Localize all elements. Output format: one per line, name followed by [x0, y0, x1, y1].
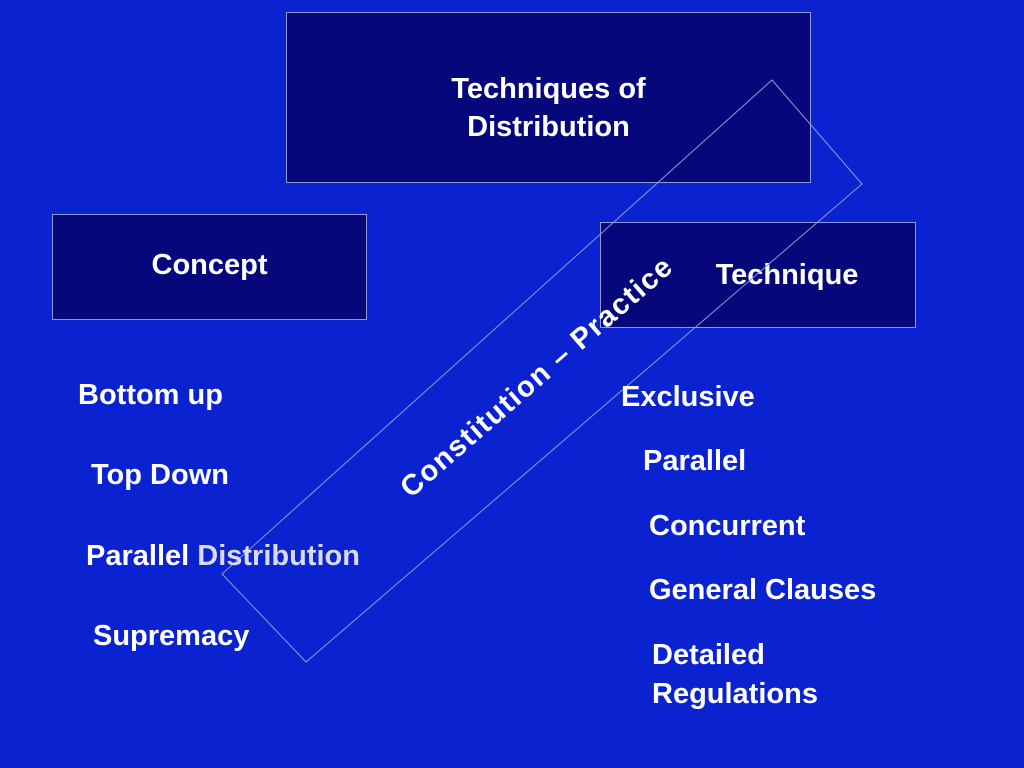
concept-item-top-down: Top Down [91, 459, 229, 491]
title-line-1: Techniques of [451, 73, 646, 105]
technique-item-exclusive: Exclusive [621, 381, 755, 413]
concept-item-bottom-up: Bottom up [78, 379, 223, 411]
concept-item-supremacy: Supremacy [93, 620, 250, 652]
technique-item-concurrent: Concurrent [649, 510, 806, 542]
detailed-line-1: Detailed [652, 639, 765, 671]
parallel-text: Parallel [86, 540, 198, 572]
title-line-2: Distribution [467, 110, 630, 143]
title-text: Techniques of Distribution [287, 71, 810, 146]
detailed-line-2: Regulations [652, 678, 818, 711]
technique-item-parallel: Parallel [643, 445, 747, 477]
distribution-highlight-text: Distribution [197, 540, 360, 572]
title-box: Techniques of Distribution [286, 12, 811, 183]
technique-box: Technique [600, 222, 916, 328]
technique-label: Technique [715, 259, 859, 291]
concept-box: Concept [52, 214, 367, 320]
technique-item-general-clauses: General Clauses [649, 574, 877, 606]
concept-label: Concept [151, 249, 268, 281]
concept-item-parallel-distribution: Parallel Distribution [86, 537, 360, 576]
technique-item-detailed-regulations: Detailed Regulations [652, 636, 818, 714]
